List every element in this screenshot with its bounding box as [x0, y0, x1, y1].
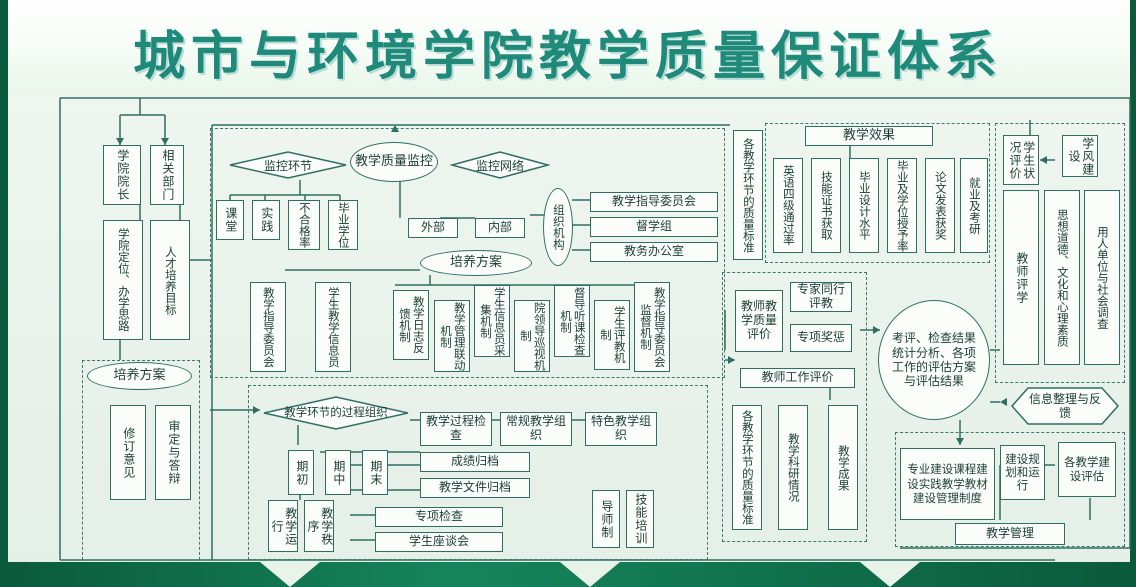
plan-ellipse-left: 培养方案: [87, 362, 192, 390]
bottom-decoration: [0, 562, 1136, 587]
plan-run-box: 建设规划和运行: [1000, 445, 1045, 500]
mechanism-collection: 学生信息员采集机制: [474, 285, 510, 357]
feedback-shape: [1010, 387, 1120, 425]
student-status-box: 学生状况评价: [1003, 135, 1039, 185]
revision-box: 修订意见: [110, 405, 146, 500]
effects-group: [765, 123, 990, 263]
process-check-box: 教学过程检查: [420, 412, 492, 446]
mechanism-diary: 教学日志反馈机制: [393, 290, 429, 360]
build-box: 专业建设课程建设实践教学教材建设管理制度: [900, 448, 995, 520]
mechanism-inspection: 院领导巡视机制: [514, 300, 550, 372]
teacher-research-box: 教学科研情况: [778, 405, 808, 530]
process-diamond: [263, 396, 409, 430]
effect-cert: 技能证书获取: [811, 158, 841, 253]
talent-goal-box: 人才培养目标: [150, 220, 190, 340]
external-box: 外部: [408, 218, 458, 238]
dean-box: 学院院长: [103, 145, 141, 205]
lower-informant-box: 学生教学信息员: [315, 282, 351, 372]
award-box: 专项奖惩: [790, 324, 852, 352]
monitor-item-failrate: 不合格率: [288, 200, 320, 250]
effects-header: 教学效果: [805, 126, 933, 146]
period-end: 期末: [362, 450, 388, 495]
lower-committee-box: 教学指导委员会: [250, 282, 286, 372]
effect-design: 毕业设计水平: [849, 158, 879, 253]
period-start: 期初: [288, 450, 314, 495]
teacher-quality-box: 教师教学质量评价: [735, 290, 783, 352]
mechanism-committee-supervise: 教学指导委员会监督机制: [634, 282, 670, 372]
process-routine-box: 常规教学组织: [500, 412, 572, 446]
teacher-result-box: 教学成果: [828, 405, 858, 530]
right-eval-group: [995, 123, 1125, 383]
feedback-label: 信息整理与反馈: [1028, 391, 1101, 420]
management-label-box: 教学管理: [955, 523, 1065, 545]
study-style-box: 学风建设: [1062, 135, 1098, 177]
plan-ellipse-center: 培养方案: [420, 250, 532, 276]
teacher-eval-box: 教师评学: [1003, 190, 1039, 365]
monitor-item-practice: 实践: [252, 200, 280, 240]
process-diamond-label: 教学环节的过程组织: [284, 405, 388, 420]
archive-grades: 成绩归档: [420, 452, 530, 472]
process-group: [248, 385, 708, 560]
order-box: 教学秩序: [304, 500, 334, 552]
teacher-work-box: 教师工作评价: [740, 368, 855, 388]
effect-employ: 就业及考研: [960, 158, 988, 253]
departments-box: 相关部门: [150, 145, 184, 205]
monitor-net-label: 监控网络: [475, 158, 524, 173]
effect-cet4: 英语四级通过率: [773, 158, 803, 253]
internal-box: 内部: [475, 218, 525, 238]
monitor-link-label: 监控环节: [263, 158, 312, 173]
tutor-box: 导师制: [592, 490, 620, 548]
monitor-item-classroom: 课堂: [216, 200, 244, 240]
standards-box: 各教学环节的质量标准: [733, 130, 763, 260]
check-special: 专项检查: [375, 507, 503, 527]
period-mid: 期中: [325, 450, 351, 495]
effect-degree: 毕业及学位授予率: [887, 158, 917, 253]
teacher-group: [722, 272, 867, 542]
review-box: 审定与答辩: [155, 405, 191, 500]
management-group: [895, 432, 1125, 547]
peer-eval-box: 专家同行评教: [790, 282, 852, 312]
run-box: 教学运行: [268, 500, 298, 552]
skill-box: 技能培训: [626, 490, 654, 548]
org-item-committee: 教学指导委员会: [590, 192, 718, 212]
org-item-office: 教务办公室: [590, 242, 718, 262]
quality-monitor-ellipse: 教学质量监控: [350, 142, 438, 182]
left-frame-edge: [0, 0, 8, 587]
monitor-item-degree: 毕业学位: [328, 200, 358, 250]
teacher-standards-box: 各教学环节的质量标准: [732, 405, 762, 530]
mechanism-student-eval: 学生评教机制: [594, 300, 630, 370]
check-forum: 学生座谈会: [375, 532, 503, 552]
effect-paper: 论文发表获奖: [925, 158, 955, 253]
ideology-box: 思想道德、文化和心理素质: [1044, 190, 1080, 365]
process-special-box: 特色教学组织: [585, 412, 657, 446]
mechanism-supervision: 督导听课检查机制: [554, 285, 590, 357]
right-frame-edge: [1130, 0, 1136, 587]
monitoring-group: [210, 128, 725, 378]
summary-ellipse: 考评、检查结果统计分析、各项工作的评估方案与评估结果: [878, 300, 990, 420]
assess-box: 各教学建设评估: [1058, 442, 1116, 497]
monitor-link-diamond: [229, 151, 347, 179]
mechanism-linkage: 教学管理联动机制: [434, 300, 470, 372]
positioning-box: 学院定位、办学思路: [103, 220, 143, 340]
employer-survey-box: 用人单位与社会调查: [1084, 190, 1120, 365]
title-band: [0, 0, 1136, 92]
org-ellipse: 组织机构: [543, 188, 573, 266]
archive-files: 教学文件归档: [420, 478, 530, 498]
org-item-supervisors: 督学组: [590, 217, 718, 237]
board-title: 城市与环境学院教学质量保证体系: [132, 27, 1003, 87]
monitor-net-diamond: [450, 151, 550, 179]
